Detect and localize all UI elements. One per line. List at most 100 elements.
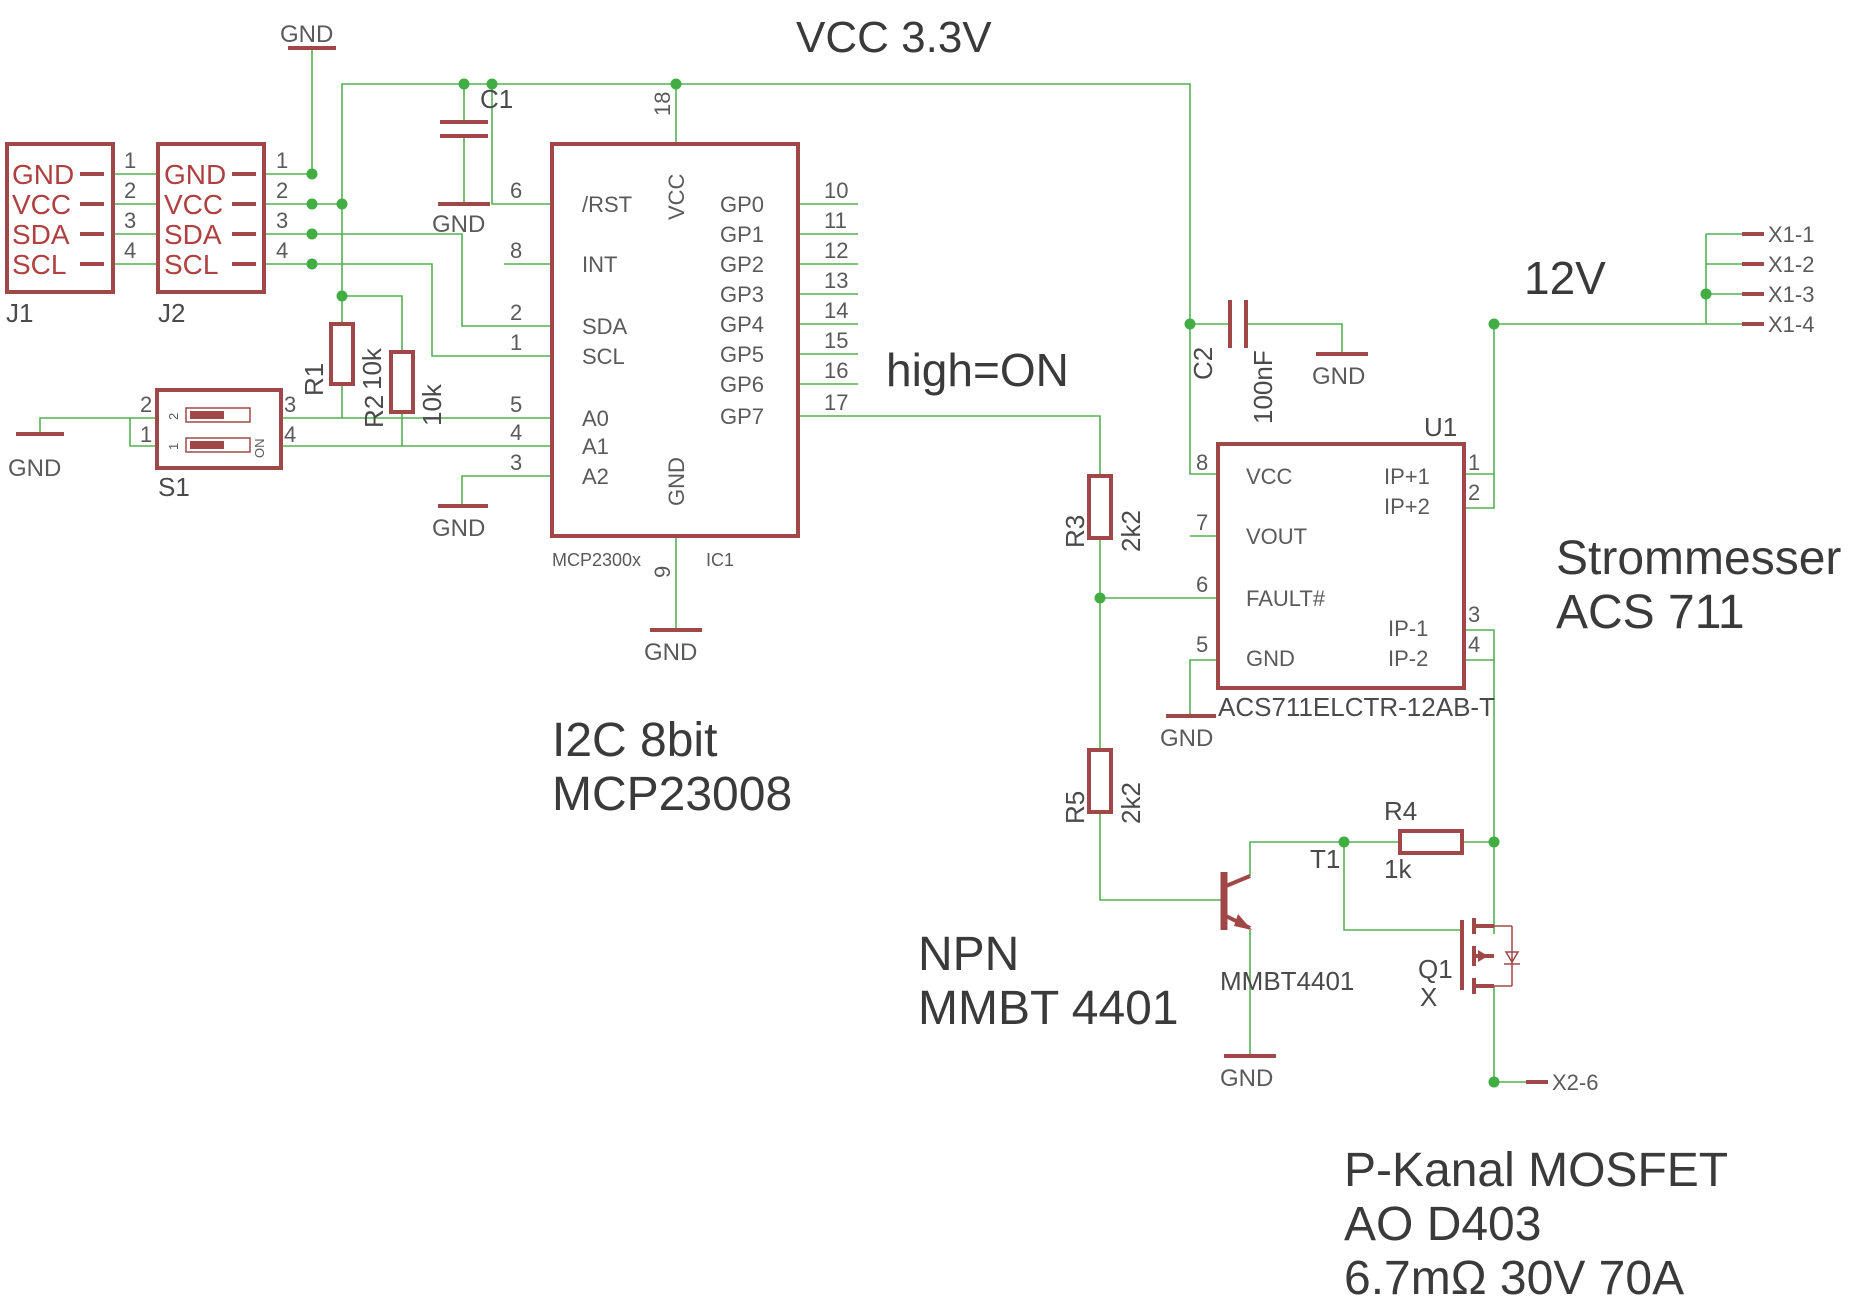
ic1-pin-number: 10 <box>824 178 848 203</box>
wires <box>39 48 1742 1083</box>
j2-pin-label: VCC <box>164 189 223 220</box>
u1-acs711: VCC VOUT FAULT# GND 8 7 6 5 IP+1 IP+2 IP… <box>1196 412 1495 722</box>
u1-pin-name: IP-2 <box>1388 646 1428 671</box>
gnd-label: GND <box>8 455 61 482</box>
resistor-r5: R5 2k2 <box>1060 748 1146 824</box>
connector-j2: GND VCC SDA SCL 1 2 3 4 J2 <box>156 142 288 328</box>
mosfet-q1: Q1 X <box>1418 918 1520 1012</box>
ic1-mcp23008: /RST INT SDA SCL A0 A1 A2 6 8 2 1 5 4 3 … <box>510 92 848 578</box>
u1-pin-number: 5 <box>1196 632 1208 657</box>
r2-value: 10k <box>417 383 447 426</box>
x2-pin-label: X2-6 <box>1552 1070 1598 1095</box>
gnd-label: GND <box>1312 363 1365 390</box>
12v-annotation: 12V <box>1524 252 1606 304</box>
r1-value: 10k <box>357 347 387 390</box>
ic1-pin-name: SDA <box>582 314 628 339</box>
u1-pin-number: 8 <box>1196 450 1208 475</box>
capacitor-c2: C2 100nF <box>1188 300 1278 424</box>
j1-pin-number: 1 <box>124 148 136 173</box>
ic1-pin-number: 8 <box>510 238 522 263</box>
s1-pin-number: 3 <box>284 392 296 417</box>
x1-pin-label: X1-4 <box>1768 312 1814 337</box>
u1-pin-number: 1 <box>1468 450 1480 475</box>
i2c-annotation-line2: MCP23008 <box>552 768 792 821</box>
ic1-pin-name: GP2 <box>720 252 764 277</box>
q1-value: X <box>1420 982 1437 1012</box>
x1-pin-label: X1-3 <box>1768 282 1814 307</box>
r5-ref: R5 <box>1060 791 1090 824</box>
u1-ref: U1 <box>1424 412 1457 442</box>
terminal-x2: X2-6 <box>1526 1070 1598 1095</box>
sensor-annotation-line2: ACS 711 <box>1556 586 1745 639</box>
s1-pin-number: 4 <box>284 422 296 447</box>
gnd-label: GND <box>1220 1065 1273 1092</box>
j2-pin-label: SCL <box>164 249 218 280</box>
j2-pin-number: 3 <box>276 208 288 233</box>
ic1-pin-number: 14 <box>824 298 848 323</box>
x1-pin-label: X1-2 <box>1768 252 1814 277</box>
u1-pin-name: VCC <box>1246 464 1293 489</box>
annotations: VCC 3.3V 12V high=ON I2C 8bit MCP23008 S… <box>552 13 1841 1298</box>
resistor-r2: R2 10k <box>359 350 447 428</box>
gnd-label: GND <box>644 639 697 666</box>
j1-pin-number: 3 <box>124 208 136 233</box>
s1-pin-number: 2 <box>140 392 152 417</box>
r5-value: 2k2 <box>1116 782 1146 824</box>
resistor-r3: R3 2k2 <box>1060 474 1146 552</box>
ic1-pin-name: SCL <box>582 344 625 369</box>
gnd-label: GND <box>432 515 485 542</box>
j1-pin-label: GND <box>12 159 74 190</box>
ic1-pin-name: GP5 <box>720 342 764 367</box>
t1-ref: T1 <box>1310 844 1340 874</box>
s1-pos-label: 2 <box>166 413 181 420</box>
u1-pin-name: IP-1 <box>1388 616 1428 641</box>
x1-pin-label: X1-1 <box>1768 222 1814 247</box>
junctions <box>306 78 1712 1088</box>
u1-pin-name: VOUT <box>1246 524 1307 549</box>
ic1-pin-number: 3 <box>510 450 522 475</box>
j2-pin-number: 1 <box>276 148 288 173</box>
ic1-pin-number: 1 <box>510 330 522 355</box>
npn-annotation-line2: MMBT 4401 <box>918 982 1179 1035</box>
ic1-pin-name: GP7 <box>720 404 764 429</box>
j2-pin-number: 4 <box>276 238 288 263</box>
ic1-pin-number: 13 <box>824 268 848 293</box>
ic1-value: MCP2300x <box>552 550 641 570</box>
u1-pin-number: 6 <box>1196 572 1208 597</box>
ic1-gnd-number: 9 <box>650 566 675 578</box>
mosfet-annotation-line1: P-Kanal MOSFET <box>1344 1144 1728 1197</box>
ic1-pin-name: GP3 <box>720 282 764 307</box>
j2-pin-label: GND <box>164 159 226 190</box>
c2-ref: C2 <box>1188 347 1218 380</box>
ic1-vcc-name: VCC <box>664 173 689 220</box>
ic1-pin-number: 2 <box>510 300 522 325</box>
i2c-annotation-line1: I2C 8bit <box>552 714 717 767</box>
gnd-label: GND <box>1160 725 1213 752</box>
u1-pin-number: 4 <box>1468 632 1480 657</box>
u1-value: ACS711ELCTR-12AB-T <box>1218 692 1495 722</box>
r4-value: 1k <box>1384 854 1412 884</box>
u1-pin-number: 3 <box>1468 602 1480 627</box>
gnd-label: GND <box>432 211 485 238</box>
u1-pin-name: FAULT# <box>1246 586 1326 611</box>
q1-ref: Q1 <box>1418 954 1453 984</box>
ic1-pin-number: 4 <box>510 420 522 445</box>
resistor-r4: R4 1k <box>1384 796 1464 884</box>
gnd-label: GND <box>280 21 333 48</box>
j2-ref: J2 <box>158 298 185 328</box>
s1-ref: S1 <box>158 472 190 502</box>
mosfet-annotation-line2: AO D403 <box>1344 1198 1541 1251</box>
ic1-pin-name: INT <box>582 252 617 277</box>
s1-pos-label: 1 <box>166 443 181 450</box>
ic1-pin-number: 17 <box>824 390 848 415</box>
c2-value: 100nF <box>1248 350 1278 424</box>
dip-switch-s1: 2 1 ON 2 1 3 4 S1 <box>140 388 296 502</box>
ic1-pin-number: 6 <box>510 178 522 203</box>
npn-annotation-line1: NPN <box>918 928 1019 981</box>
resistor-r1: R1 10k <box>299 322 387 396</box>
t1-value: MMBT4401 <box>1220 966 1354 996</box>
ic1-pin-number: 11 <box>824 208 847 233</box>
connector-j1: GND VCC SDA SCL 1 2 3 4 J1 <box>5 142 136 328</box>
ic1-vcc-number: 18 <box>650 92 675 116</box>
